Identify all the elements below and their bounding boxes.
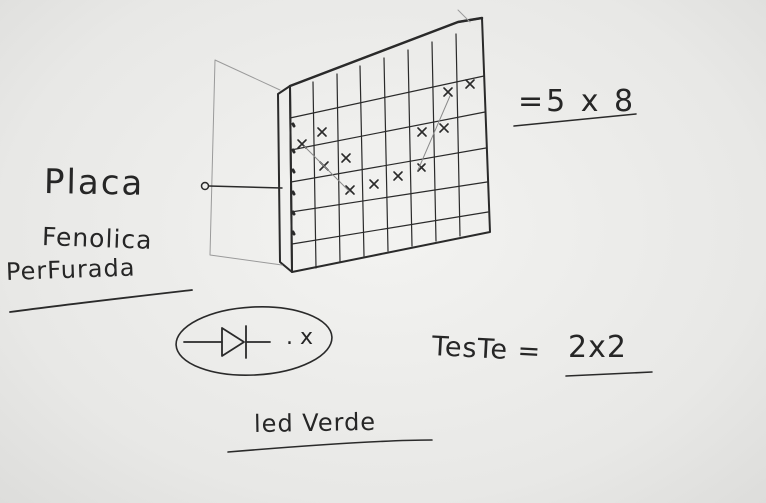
label-teste-value: 2x2 bbox=[568, 330, 627, 365]
diode-icon bbox=[183, 325, 271, 359]
pointer-dot bbox=[200, 181, 210, 191]
board-side-edge bbox=[277, 85, 293, 273]
pointer-line bbox=[208, 185, 283, 189]
label-fenolica: Fenolica bbox=[41, 222, 153, 255]
led-trace bbox=[303, 95, 451, 193]
board-x-marks bbox=[297, 79, 475, 195]
board-grid-horizontal bbox=[289, 75, 489, 245]
label-led-verde: led Verde bbox=[253, 407, 377, 438]
underline-led bbox=[227, 439, 433, 453]
underline-dims bbox=[513, 113, 637, 127]
underline-teste bbox=[565, 371, 653, 377]
board-holes bbox=[291, 122, 296, 236]
diode-oval bbox=[175, 306, 333, 376]
underline-perfurada bbox=[9, 289, 193, 313]
label-placa: Placa bbox=[43, 162, 145, 204]
label-dimensions: =5 x 8 bbox=[518, 84, 637, 119]
label-perfurada: PerFurada bbox=[5, 253, 136, 286]
label-diode-suffix: . x bbox=[286, 325, 314, 350]
construction-line bbox=[209, 9, 471, 266]
board-top-edge bbox=[288, 16, 484, 88]
label-teste: TesTe = bbox=[431, 331, 542, 368]
